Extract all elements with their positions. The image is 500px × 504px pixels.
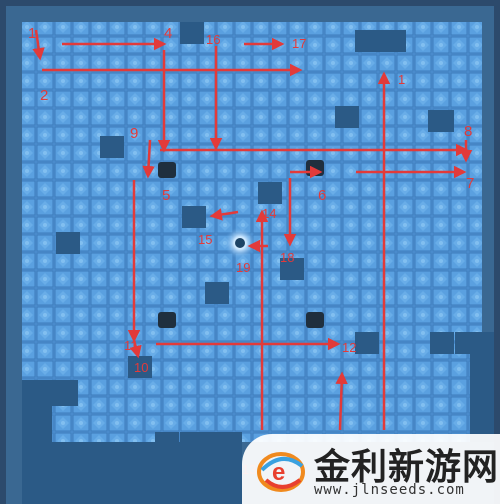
step-label: 16 (206, 32, 221, 47)
site-logo-icon: e (257, 452, 305, 492)
svg-text:e: e (272, 459, 285, 486)
step-label: 4 (164, 25, 173, 42)
step-label: 14 (262, 206, 277, 221)
ice-floor (22, 22, 482, 442)
step-label: 10 (134, 360, 149, 375)
wall-blocks (22, 22, 494, 504)
step-label: 7 (466, 175, 475, 192)
site-url: www.jlnseeds.com (314, 482, 465, 498)
step-label: 8 (464, 123, 473, 140)
site-watermark: e 金利新游网 www.jlnseeds.com (242, 434, 500, 504)
route-arrows (32, 29, 473, 431)
step-label: 1 (28, 25, 37, 42)
arrow-step-11 (129, 339, 142, 359)
step-label: 12 (342, 340, 357, 355)
step-label: 9 (130, 125, 139, 142)
arrow-step-16 (209, 208, 239, 221)
step-label: 19 (236, 260, 251, 275)
step-label: 5 (162, 187, 171, 204)
step-label: 18 (280, 250, 295, 265)
step-label: 1 (398, 72, 406, 87)
arrow-step-20 (335, 371, 348, 431)
arrow-step-1 (32, 29, 45, 61)
step-label: 6 (318, 187, 327, 204)
site-title: 金利新游网 (314, 447, 500, 488)
arrow-step-9 (142, 139, 155, 179)
step-label: 17 (292, 36, 307, 51)
step-label: 2 (40, 87, 49, 104)
orb-core (235, 238, 245, 248)
step-label: 11 (124, 338, 138, 353)
step-label: 15 (198, 232, 213, 247)
